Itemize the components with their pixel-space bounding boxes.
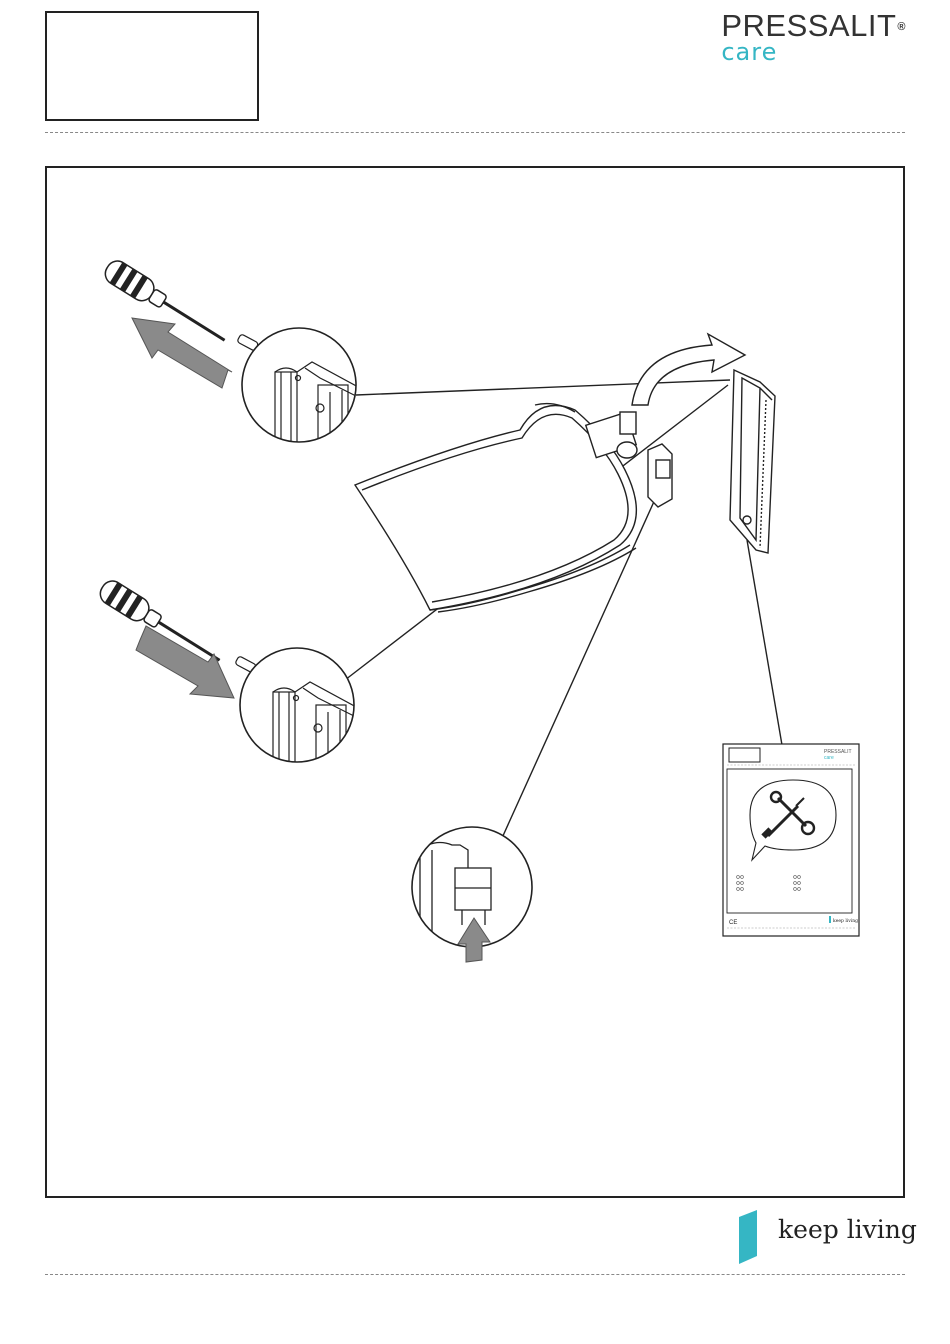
detail-circle-hinge [412, 827, 532, 962]
mini-manual-ce-mark: CE [729, 920, 737, 926]
detail-circle-top [242, 328, 360, 452]
curved-arrow-icon [632, 334, 745, 405]
shower-seat-drawing [355, 404, 672, 612]
mini-manual: PRESSALIT care CE keep living [723, 744, 859, 936]
backrest-panel [730, 370, 775, 553]
footer-tagline: keep living [778, 1215, 917, 1244]
detail-circle-bottom [240, 648, 358, 772]
mini-manual-sub-brand: care [824, 755, 834, 761]
mini-manual-footer: keep living [833, 918, 858, 924]
bottom-dashed-divider [45, 1274, 905, 1275]
arrow-right-down-icon [136, 626, 234, 698]
arrow-left-up-icon [132, 318, 232, 388]
